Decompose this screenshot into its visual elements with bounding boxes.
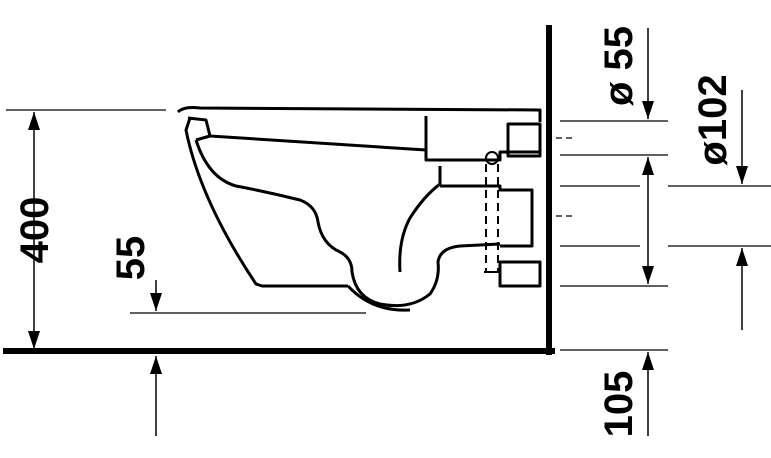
- extension-lines: [6, 109, 771, 351]
- dimension-arrows: [28, 101, 748, 374]
- outlet-pipe: [498, 260, 542, 288]
- bowl-rear-lower: [440, 184, 534, 248]
- dimension-labels: 400 55 ø 55 ø102 105: [13, 26, 735, 437]
- bolt-head-icon: [485, 151, 499, 165]
- label-105: 105: [597, 371, 641, 438]
- wall-and-floor: [3, 25, 555, 355]
- arrow-400-bottom-icon: [28, 331, 40, 349]
- inlet-pipe: [506, 122, 542, 158]
- arrow-o102-down-icon: [736, 166, 748, 184]
- arrow-bottom-up-icon: [150, 356, 162, 374]
- bowl-outer-sweep: [346, 284, 411, 312]
- bowl-front-outline: [184, 117, 348, 288]
- arrow-o55-down-icon: [642, 101, 654, 119]
- label-55: 55: [109, 236, 153, 281]
- bowl-rim-slope: [209, 134, 427, 152]
- bowl-top-rim: [176, 106, 542, 122]
- bowl-trap: [398, 166, 442, 273]
- arrow-400-top-icon: [28, 112, 40, 130]
- bowl-rear-block: [424, 116, 540, 162]
- arrow-55-icon: [150, 293, 162, 311]
- arrow-middle-top-icon: [642, 157, 654, 175]
- arrow-105-up-icon: [642, 352, 654, 370]
- arrow-o102-up-icon: [736, 248, 748, 266]
- label-o102: ø102: [691, 74, 735, 165]
- bowl-inner-contour: [194, 139, 501, 308]
- toilet-outline: [176, 106, 542, 312]
- label-o55: ø 55: [597, 26, 641, 106]
- bowl-rim-front: [187, 116, 212, 142]
- arrow-middle-bottom-icon: [642, 266, 654, 284]
- label-400: 400: [13, 197, 57, 264]
- fixing-bolt: [484, 151, 500, 273]
